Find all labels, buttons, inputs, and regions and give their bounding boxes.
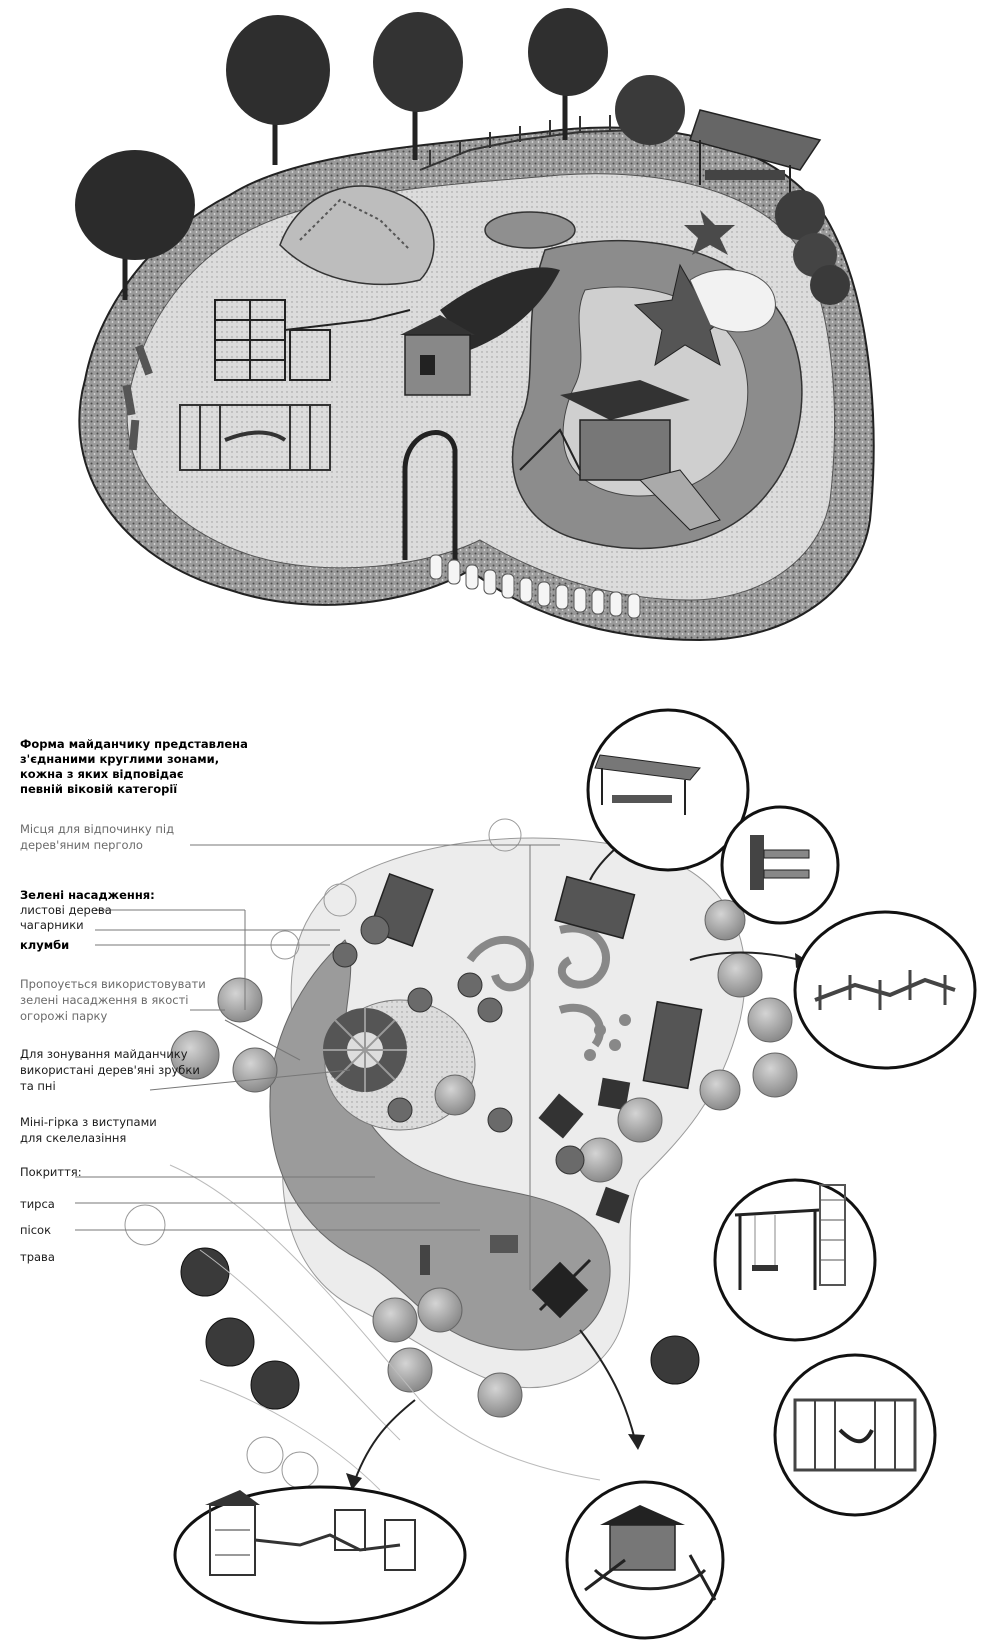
hedge-label-2: зелені насадження в якості — [20, 993, 188, 1008]
zoning-label-3: та пні — [20, 1079, 56, 1094]
site-plan — [75, 710, 975, 1638]
intro-line-2: з'єднаними круглими зонами, — [20, 752, 280, 767]
intro-line-3: кожна з яких відповідає — [20, 767, 280, 782]
round-sandbox — [485, 212, 575, 248]
green-trees: листові дерева — [20, 903, 112, 918]
green-shrubs: чагарники — [20, 918, 84, 933]
detail-climbing-complex — [175, 1487, 465, 1623]
detail-swings — [715, 1180, 875, 1340]
hill-label-2: для скелелазіння — [20, 1131, 126, 1146]
rest-area-label-1: Місця для відпочинку під — [20, 822, 174, 837]
rest-area-label-2: дерев'яним перголо — [20, 838, 143, 853]
detail-ship-structure — [567, 1482, 723, 1638]
aerial-perspective-view — [75, 8, 874, 640]
surface-title: Покриття: — [20, 1165, 82, 1180]
detail-log-fence — [795, 912, 975, 1068]
green-title: Зелені насадження: — [20, 888, 155, 903]
green-beds: клумби — [20, 938, 69, 953]
hill-label-1: Міні-гірка з виступами — [20, 1115, 157, 1130]
hedge-label-3: огорожі парку — [20, 1009, 107, 1024]
intro-line-4: певній віковій категорії — [20, 782, 280, 797]
zoning-label-2: використані дерев'яні зрубки — [20, 1063, 200, 1078]
detail-gym-frame — [775, 1355, 935, 1515]
zoning-label-1: Для зонування майданчику — [20, 1047, 188, 1062]
intro-line-1: Форма майданчику представлена — [20, 737, 280, 752]
intro-text: Форма майданчику представлена з'єднаними… — [20, 737, 280, 797]
surface-sand: пісок — [20, 1223, 51, 1238]
surface-grass: трава — [20, 1250, 55, 1265]
detail-bench — [722, 807, 838, 923]
surface-sawdust: тирса — [20, 1197, 55, 1212]
hedge-label-1: Пропоується використовувати — [20, 977, 206, 992]
